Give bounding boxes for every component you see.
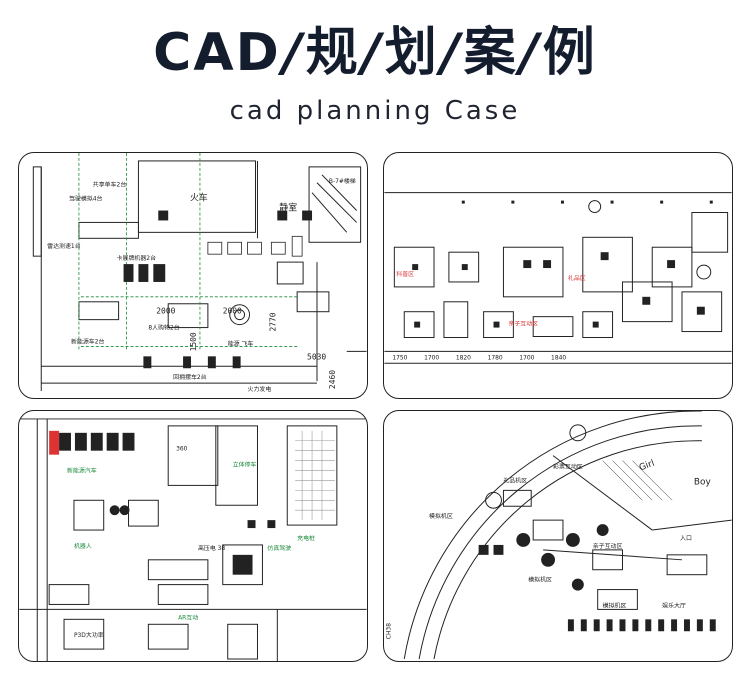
zone-label: CH38 [385,623,392,639]
title-part-an: 案 [463,23,518,83]
zone-label: 娱乐大厅 [662,601,686,609]
zone-label: Boy [694,477,711,487]
dimension-label: 2460 [328,370,337,389]
zone-label: 科普区 [396,270,414,278]
page-header: CAD/规/划/案/例 cad planning Case [0,0,750,140]
dimension-label: 1700 [519,354,534,361]
stairs-label: B-7#楼梯 [329,177,356,185]
zone-label: 亲子互动区 [508,320,538,328]
cad-floorplan-drawing: 火车 静室 B-7#楼梯 共享单车2台 驾驶模拟4台 雷达测速1台 卡展牌机器2… [32,153,367,393]
cad-floorplan-drawing: 科普区 亲子互动区 礼品区 1750 1700 1820 1780 1700 1… [384,192,732,364]
page-subtitle: cad planning Case [229,96,521,126]
dimension-label: 1840 [551,354,566,361]
dimension-label: 2770 [268,312,277,331]
zone-label: 模拟机区 [603,601,627,609]
zone-label: Girl [638,459,656,474]
cad-plan-card-4[interactable]: 彩票互动区 礼品机区 模拟机区 亲子互动区 模拟机区 模拟机区 Girl Boy… [383,410,733,662]
section-label: 回拥摆车2台 [173,373,207,381]
dimension-label: 1700 [424,354,439,361]
dimension-label: 1780 [488,354,503,361]
cad-floorplan-drawing: 360 新能源汽车 立体停车 机器人 高压电 38 仿真驾驶 P3D大功率 AR… [19,418,367,661]
zone-label: 入口 [680,535,692,542]
title-part-li: 例 [542,23,597,83]
title-separator: / [519,23,541,83]
cad-plan-card-1[interactable]: 火车 静室 B-7#楼梯 共享单车2台 驾驶模拟4台 雷达测速1台 卡展牌机器2… [18,152,368,399]
cad-floorplan-drawing: 彩票互动区 礼品机区 模拟机区 亲子互动区 模拟机区 模拟机区 Girl Boy… [385,411,732,660]
dimension-label: 5030 [307,352,326,361]
ring-label: 360 [176,446,188,453]
zone-label: AR互动 [178,614,198,621]
title-separator: / [440,23,462,83]
zone-label: 礼品机区 [503,476,527,484]
section-label: 卡展牌机器2台 [117,254,156,262]
cad-plan-card-2[interactable]: 科普区 亲子互动区 礼品区 1750 1700 1820 1780 1700 1… [383,152,733,399]
section-label: 新能源车2台 [71,337,105,345]
zone-label: 礼品区 [568,274,586,282]
dimension-label: 1750 [392,354,407,361]
zone-label: 高压电 38 [198,544,225,552]
title-part-hua: 划 [384,23,439,83]
title-separator: / [282,23,304,83]
section-label: 雷达测速1台 [47,242,81,250]
dimension-label: 1500 [189,332,198,351]
cad-plan-card-3[interactable]: 360 新能源汽车 立体停车 机器人 高压电 38 仿真驾驶 P3D大功率 AR… [18,410,368,662]
title-part-cad: CAD [153,23,281,83]
zone-label: 仿真驾驶 [267,544,291,552]
zone-label: 彩票互动区 [553,463,583,471]
section-label: 能源 飞车 [228,339,254,347]
zone-label: 模拟机区 [528,576,552,584]
section-label: 共享单车2台 [93,181,127,189]
zone-label: 亲子互动区 [593,542,623,550]
dimension-label: 2000 [223,307,242,316]
title-separator: / [361,23,383,83]
section-label: 火力发电 [248,385,272,393]
zone-label: 充电桩 [297,534,315,542]
dimension-label: 1820 [456,354,471,361]
zone-label: 新能源汽车 [67,467,97,475]
zone-label: 立体停车 [233,461,257,469]
red-marker-icon [49,430,60,455]
train-label: 火车 [190,192,208,204]
title-part-gui: 规 [305,23,360,83]
zone-label: 模拟机区 [429,512,453,520]
section-label: 驾驶模拟4台 [69,195,103,203]
dimension-label: 2000 [156,307,175,316]
zone-label: 机器人 [74,542,92,550]
section-label: 8人购物2台 [148,324,179,332]
page-title: CAD/规/划/案/例 [0,18,750,88]
zone-label: P3D大功率 [74,631,104,639]
lounge-label: 静室 [279,202,297,214]
